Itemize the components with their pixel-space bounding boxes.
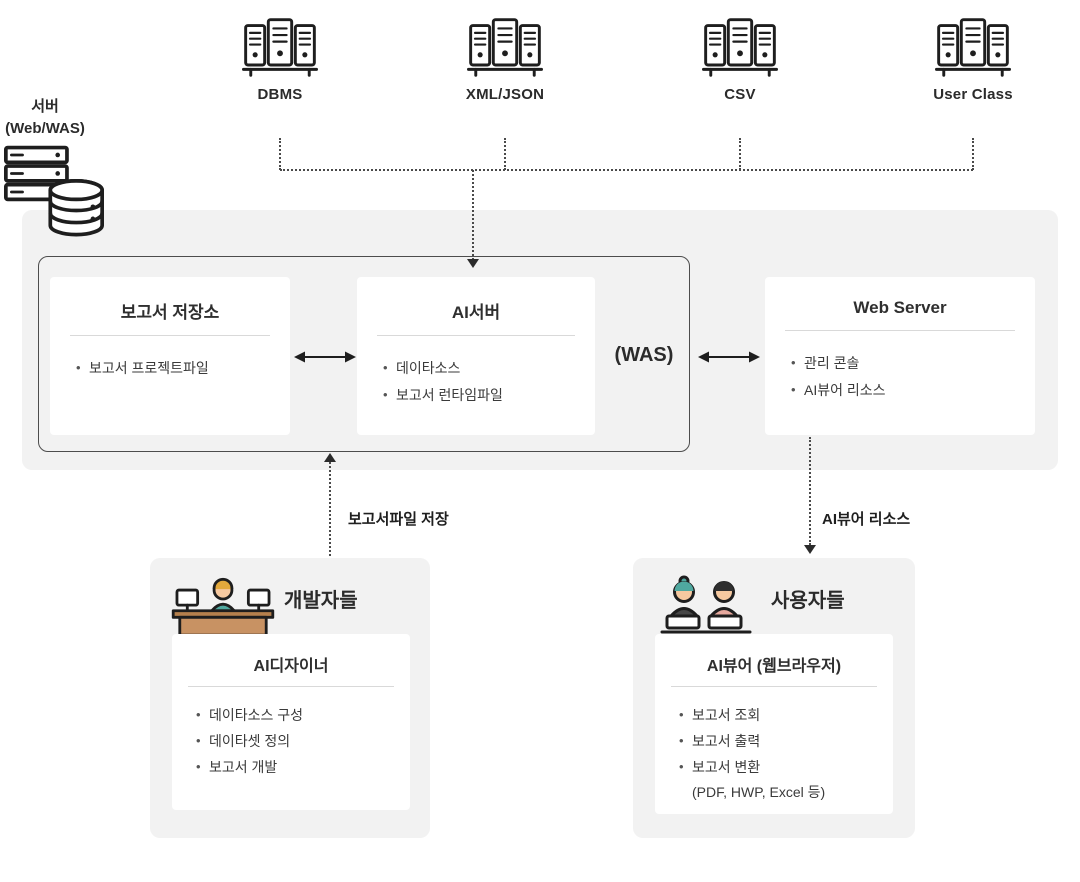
source-label: XML/JSON [465, 86, 545, 103]
ai-viewer-list: 보고서 조회 보고서 출력 보고서 변환 (PDF, HWP, Excel 등) [655, 687, 893, 801]
source-dbms: DBMS [218, 12, 342, 103]
source-label: DBMS [257, 86, 303, 103]
connector-xmljson [504, 138, 506, 170]
arrowhead-report-save [324, 453, 336, 462]
web-server-title: Web Server [853, 298, 947, 317]
list-item: 데이타소스 구성 [196, 707, 400, 724]
divider [671, 686, 877, 687]
list-item-continuation: (PDF, HWP, Excel 등) [692, 784, 826, 801]
list-item: 관리 콘솔 [791, 355, 1023, 372]
report-storage-title: 보고서 저장소 [120, 303, 220, 322]
web-server-list: 관리 콘솔 AI뷰어 리소스 [765, 331, 1035, 399]
connector-to-ai-server [472, 170, 474, 260]
list-item: 보고서 출력 [679, 733, 883, 750]
list-item: 보고서 변환 [679, 759, 883, 776]
server-label-line2: (Web/WAS) [5, 119, 85, 137]
source-label: CSV [724, 86, 756, 103]
server-rack-icon [242, 12, 318, 80]
users-laptops-icon [659, 574, 753, 638]
developers-panel: 개발자들 AI디자이너 데이타소스 구성 데이타셋 정의 보고서 개발 [150, 558, 430, 838]
connector-bus [280, 169, 973, 171]
divider [70, 335, 270, 336]
server-webwas-label: 서버 (Web/WAS) [0, 96, 90, 140]
was-label: (WAS) [614, 344, 674, 366]
users-panel: 사용자들 AI뷰어 (웹브라우저) 보고서 조회 보고서 출력 보고서 변환 (… [633, 558, 915, 838]
connector-userclass [972, 138, 974, 170]
source-xmljson: XML/JSON [443, 12, 567, 103]
developer-desk-icon [170, 576, 276, 638]
list-item: 보고서 런타임파일 [383, 387, 583, 404]
server-rack-icon [467, 12, 543, 80]
divider [188, 686, 394, 687]
list-item: AI뷰어 리소스 [791, 382, 1023, 399]
list-item: 보고서 프로젝트파일 [76, 360, 278, 377]
ai-server-list: 데이타소스 보고서 런타임파일 [357, 336, 595, 404]
was-boundary [38, 256, 690, 452]
divider [785, 330, 1015, 331]
ai-designer-list: 데이타소스 구성 데이타셋 정의 보고서 개발 [172, 687, 410, 775]
connector-viewer-resource [809, 437, 811, 545]
ai-viewer-card: AI뷰어 (웹브라우저) 보고서 조회 보고서 출력 보고서 변환 (PDF, … [655, 634, 893, 814]
bidirectional-arrow-storage-aiserver [294, 351, 356, 363]
ai-designer-card: AI디자이너 데이타소스 구성 데이타셋 정의 보고서 개발 [172, 634, 410, 810]
list-item: 데이타셋 정의 [196, 733, 400, 750]
source-csv: CSV [678, 12, 802, 103]
users-title: 사용자들 [771, 590, 845, 612]
server-rack-icon [702, 12, 778, 80]
arrowhead-viewer-resource [804, 545, 816, 554]
list-item: 보고서 조회 [679, 707, 883, 724]
report-save-label: 보고서파일 저장 [348, 511, 449, 528]
viewer-resource-label: AI뷰어 리소스 [822, 511, 911, 528]
server-database-icon [2, 142, 106, 242]
ai-server-card: AI서버 데이타소스 보고서 런타임파일 [357, 277, 595, 435]
connector-csv [739, 138, 741, 170]
report-storage-card: 보고서 저장소 보고서 프로젝트파일 [50, 277, 290, 435]
connector-dbms [279, 138, 281, 170]
report-storage-list: 보고서 프로젝트파일 [50, 336, 290, 377]
bidirectional-arrow-was-webserver [698, 351, 760, 363]
server-label-line1: 서버 [31, 98, 59, 115]
ai-designer-title: AI디자이너 [253, 658, 329, 675]
source-label: User Class [933, 86, 1013, 103]
arrowhead-to-ai-server [467, 259, 479, 268]
list-item: 데이타소스 [383, 360, 583, 377]
server-rack-icon [935, 12, 1011, 80]
ai-viewer-title: AI뷰어 (웹브라우저) [706, 658, 842, 675]
web-server-card: Web Server 관리 콘솔 AI뷰어 리소스 [765, 277, 1035, 435]
list-item: 보고서 개발 [196, 759, 400, 776]
developers-title: 개발자들 [284, 590, 358, 612]
connector-report-save [329, 462, 331, 556]
ai-server-title: AI서버 [451, 303, 501, 322]
source-userclass: User Class [911, 12, 1035, 103]
divider [377, 335, 575, 336]
